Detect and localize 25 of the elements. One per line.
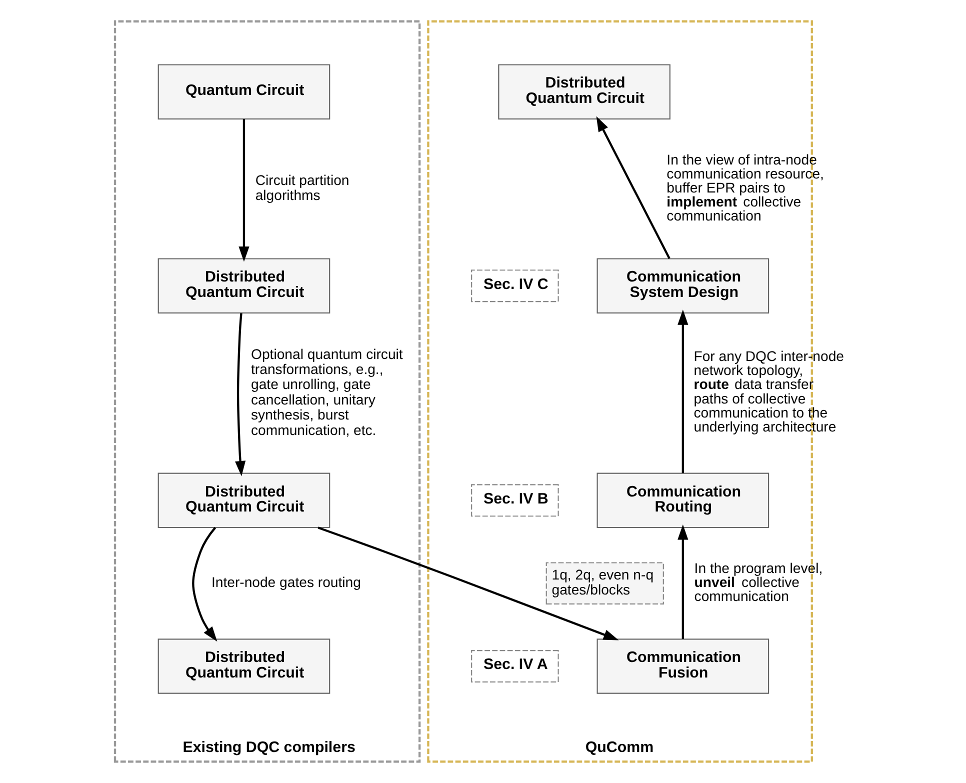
edge-label: In the view of intra-node communication resource, buffer EPR pairs to implement collective communication	[666, 151, 824, 224]
node-box: Communication Routing	[596, 472, 769, 528]
node-box: Quantum Circuit	[157, 64, 330, 120]
node-box: Sec. IV C	[470, 270, 558, 302]
edge-label: Optional quantum circuit transformations, e.g., gate unrolling, gate cancellation, unitary synthesis, burst communication, etc.	[250, 346, 402, 438]
edge-label: In the program level, unveil collective communication	[694, 560, 822, 604]
node-box: Communication System Design	[596, 258, 769, 314]
node-box: Sec. IV A	[470, 650, 558, 682]
arrow	[317, 526, 618, 640]
arrow	[677, 524, 688, 639]
arrow	[238, 119, 249, 262]
node-box: Distributed Quantum Circuit	[498, 64, 670, 120]
node-box: Communication Fusion	[596, 638, 769, 694]
node-box: Distributed Quantum Circuit	[157, 638, 330, 694]
arrow	[596, 116, 670, 259]
arrow	[234, 313, 246, 476]
arrow	[192, 526, 217, 642]
arrow	[677, 310, 688, 474]
edge-label: Inter-node gates routing	[210, 574, 360, 590]
edge-label: For any DQC inter-node network topology, route data transfer paths of collective communication to the underlying architecture	[693, 348, 844, 434]
edge-label: Circuit partition algorithms	[254, 172, 349, 204]
node-box: Distributed Quantum Circuit	[157, 472, 330, 528]
edge-label: 1q, 2q, even n-q gates/blocks	[551, 566, 654, 598]
node-box: Distributed Quantum Circuit	[157, 258, 330, 314]
node-box: Sec. IV B	[470, 484, 558, 517]
